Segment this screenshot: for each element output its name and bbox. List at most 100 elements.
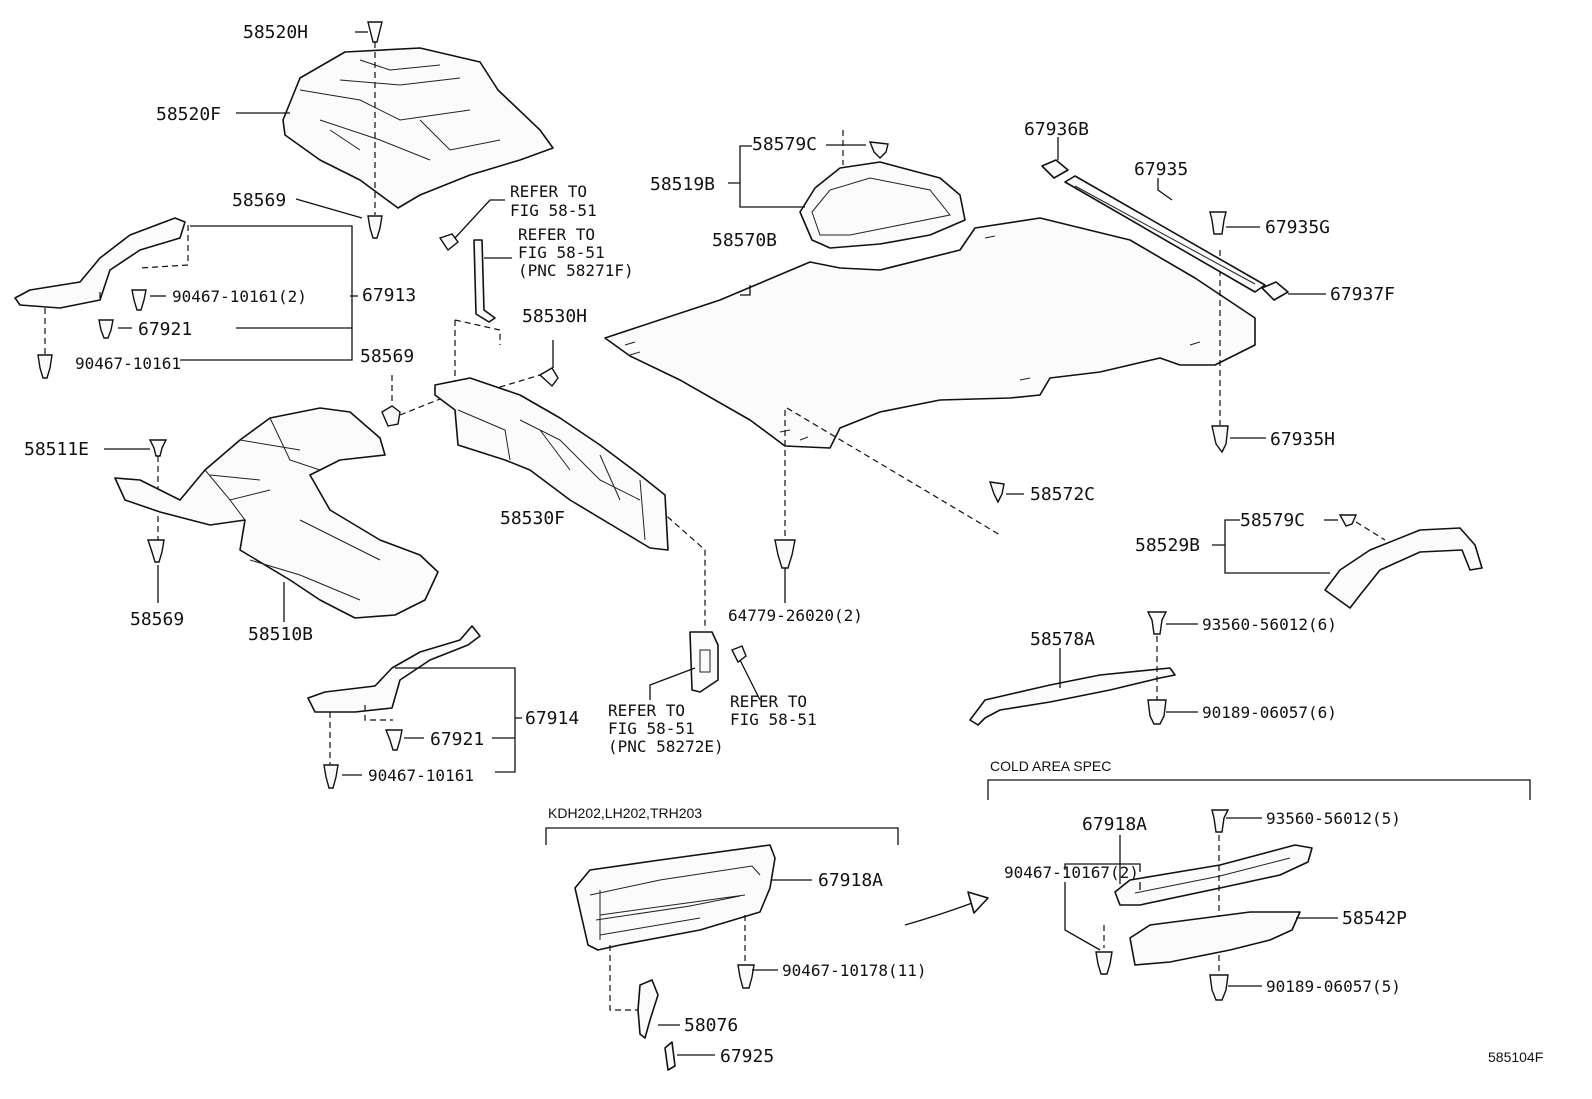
part-58510B-illustration bbox=[114, 407, 439, 619]
clip-icon bbox=[731, 645, 747, 664]
label-58529B: 58529B bbox=[1135, 535, 1200, 556]
refer-text: (PNC 58271F) bbox=[518, 261, 634, 280]
label-90467-10161-bottom: 90467-10161 bbox=[368, 766, 474, 785]
bracket-line bbox=[728, 145, 805, 208]
label-90189-06057-6: 90189-06057(6) bbox=[1202, 703, 1337, 722]
clip-icon bbox=[438, 233, 459, 252]
label-67918A-left: 67918A bbox=[818, 870, 883, 891]
clip-icon bbox=[1211, 425, 1229, 454]
part-58542P-illustration bbox=[1129, 911, 1301, 966]
label-67921-bottom: 67921 bbox=[430, 729, 484, 750]
part-58519B-illustration bbox=[799, 161, 966, 249]
clip-icon bbox=[367, 215, 383, 239]
arrow-right-icon bbox=[904, 891, 989, 926]
label-58569-middle: 58569 bbox=[360, 346, 414, 367]
label-58570B: 58570B bbox=[712, 230, 777, 251]
label-90467-10178: 90467-10178(11) bbox=[782, 961, 927, 980]
dash-line bbox=[399, 319, 706, 630]
refer-text: FIG 58-51 bbox=[608, 719, 695, 738]
dash-line bbox=[609, 945, 640, 1011]
label-93560-56012-6: 93560-56012(6) bbox=[1202, 615, 1337, 634]
label-58572C: 58572C bbox=[1030, 484, 1095, 505]
part-58529B-illustration bbox=[1324, 527, 1483, 609]
screw-icon bbox=[1146, 611, 1168, 635]
part-67935-illustration bbox=[1064, 175, 1266, 293]
refer-text: (PNC 58272E) bbox=[608, 737, 724, 756]
label-67936B: 67936B bbox=[1024, 119, 1089, 140]
leader-line bbox=[740, 285, 751, 296]
label-58530F: 58530F bbox=[500, 508, 565, 529]
part-bracket-illustration bbox=[689, 631, 719, 693]
refer-text: FIG 58-51 bbox=[518, 243, 605, 262]
group-title-cold-area: COLD AREA SPEC bbox=[990, 758, 1111, 774]
clip-icon bbox=[98, 319, 114, 339]
part-bracket-illustration bbox=[473, 239, 496, 323]
part-58520F-illustration bbox=[282, 47, 554, 209]
clip-icon bbox=[1209, 974, 1229, 1001]
label-58510B: 58510B bbox=[248, 624, 313, 645]
clip-icon bbox=[1095, 951, 1113, 975]
leader-line bbox=[649, 659, 761, 701]
clip-icon bbox=[737, 964, 755, 989]
clip-icon bbox=[148, 439, 168, 457]
label-67935G: 67935G bbox=[1265, 217, 1330, 238]
clip-icon bbox=[323, 764, 339, 789]
part-67913-illustration bbox=[14, 217, 186, 309]
refer-text: REFER TO bbox=[730, 692, 807, 711]
group-title-model: KDH202,LH202,TRH203 bbox=[548, 805, 702, 821]
label-67935H: 67935H bbox=[1270, 429, 1335, 450]
clip-icon bbox=[381, 405, 401, 427]
label-58076: 58076 bbox=[684, 1015, 738, 1036]
label-58511E: 58511E bbox=[24, 439, 89, 460]
label-58579C-right: 58579C bbox=[1240, 510, 1305, 531]
label-90467-10161-top: 90467-10161 bbox=[75, 354, 181, 373]
diagram-id: 585104F bbox=[1488, 1049, 1543, 1065]
part-58076-illustration bbox=[637, 979, 659, 1039]
refer-text: REFER TO bbox=[518, 225, 595, 244]
dash-line bbox=[784, 250, 1221, 540]
part-67937F-illustration bbox=[1261, 281, 1289, 301]
refer-text: REFER TO bbox=[608, 701, 685, 720]
clip-icon bbox=[131, 289, 147, 311]
label-64779-26020: 64779-26020(2) bbox=[728, 606, 863, 625]
clip-icon bbox=[988, 481, 1005, 504]
clip-icon bbox=[147, 539, 165, 563]
screw-icon bbox=[1209, 211, 1227, 235]
part-58578A-illustration bbox=[969, 667, 1176, 726]
label-67921-top: 67921 bbox=[138, 319, 192, 340]
bracket-line bbox=[395, 667, 516, 773]
dash-line bbox=[44, 225, 189, 355]
label-67914: 67914 bbox=[525, 708, 579, 729]
part-67925-illustration bbox=[664, 1041, 676, 1071]
label-58519B: 58519B bbox=[650, 174, 715, 195]
part-58570B-illustration bbox=[604, 217, 1256, 449]
bracket-line bbox=[1064, 863, 1141, 872]
clip-icon bbox=[1338, 514, 1358, 527]
label-58569-top: 58569 bbox=[232, 190, 286, 211]
label-58569-bottom: 58569 bbox=[130, 609, 184, 630]
clip-icon bbox=[384, 729, 403, 751]
label-93560-56012-5: 93560-56012(5) bbox=[1266, 809, 1401, 828]
clip-icon bbox=[367, 21, 383, 43]
label-58520F: 58520F bbox=[156, 104, 221, 125]
label-90189-06057-5: 90189-06057(5) bbox=[1266, 977, 1401, 996]
label-67918A-right: 67918A bbox=[1082, 814, 1147, 835]
part-58530F-illustration bbox=[434, 377, 669, 551]
label-58578A: 58578A bbox=[1030, 629, 1095, 650]
part-67918A-left-illustration bbox=[574, 844, 776, 951]
label-90467-10167: 90467-10167(2) bbox=[1004, 863, 1139, 882]
label-58520H: 58520H bbox=[243, 22, 308, 43]
clip-icon bbox=[1147, 699, 1167, 725]
clip-icon bbox=[37, 354, 53, 379]
part-67914-illustration bbox=[307, 625, 481, 713]
label-58530H: 58530H bbox=[522, 306, 587, 327]
refer-text: FIG 58-51 bbox=[510, 201, 597, 220]
label-67935: 67935 bbox=[1134, 159, 1188, 180]
label-90467-10161-2: 90467-10161(2) bbox=[172, 287, 307, 306]
part-67936B-illustration bbox=[1041, 159, 1069, 179]
leader-line bbox=[295, 198, 363, 219]
clip-icon bbox=[538, 367, 559, 388]
part-67918A-right-illustration bbox=[1114, 844, 1313, 906]
leader-line bbox=[1157, 178, 1173, 201]
